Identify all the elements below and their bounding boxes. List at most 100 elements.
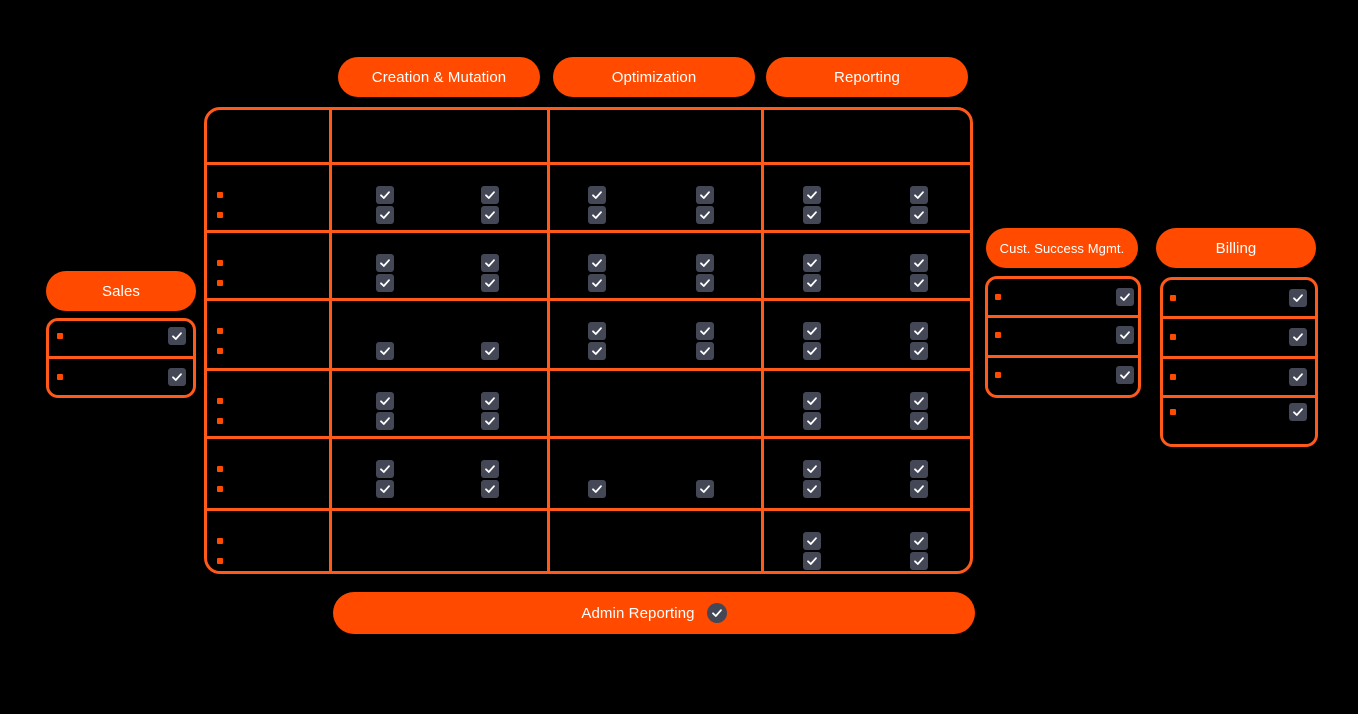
bullet-icon <box>217 558 223 564</box>
check-icon <box>588 186 606 204</box>
check-icon <box>481 460 499 478</box>
check-icon <box>696 254 714 272</box>
check-icon <box>376 480 394 498</box>
check-icon <box>588 206 606 224</box>
bullet-icon <box>57 333 63 339</box>
check-icon <box>1289 289 1307 307</box>
check-icon <box>481 412 499 430</box>
bullet-icon <box>217 398 223 404</box>
check-icon <box>803 532 821 550</box>
check-icon <box>588 254 606 272</box>
header-label: Optimization <box>611 68 697 86</box>
bullet-icon <box>995 294 1001 300</box>
check-icon <box>696 274 714 292</box>
check-icon <box>168 327 186 345</box>
header-label: Sales <box>101 282 141 300</box>
check-icon <box>481 186 499 204</box>
header-optimization: Optimization <box>553 57 755 97</box>
check-icon <box>376 206 394 224</box>
bullet-icon <box>1170 374 1176 380</box>
check-icon <box>1116 288 1134 306</box>
bullet-icon <box>217 260 223 266</box>
check-icon <box>376 274 394 292</box>
check-icon <box>803 254 821 272</box>
divider <box>1160 395 1318 398</box>
check-icon <box>910 392 928 410</box>
bullet-icon <box>217 328 223 334</box>
check-icon <box>376 460 394 478</box>
bullet-icon <box>217 486 223 492</box>
check-icon <box>910 186 928 204</box>
check-icon <box>1116 326 1134 344</box>
bullet-icon <box>1170 295 1176 301</box>
column-divider <box>761 107 764 574</box>
check-icon <box>910 480 928 498</box>
bullet-icon <box>217 418 223 424</box>
check-icon <box>1289 403 1307 421</box>
check-icon <box>1289 368 1307 386</box>
feature-matrix <box>204 107 973 574</box>
check-icon <box>481 342 499 360</box>
check-icon <box>481 392 499 410</box>
bullet-icon <box>217 212 223 218</box>
bullet-icon <box>217 538 223 544</box>
check-icon <box>376 254 394 272</box>
check-icon <box>376 412 394 430</box>
column-divider <box>329 107 332 574</box>
row-divider <box>204 298 973 301</box>
header-reporting: Reporting <box>766 57 968 97</box>
check-icon <box>588 342 606 360</box>
csm-panel <box>985 276 1141 398</box>
check-icon <box>376 186 394 204</box>
check-icon <box>803 552 821 570</box>
check-icon <box>1289 328 1307 346</box>
header-cust-success-mgmt: Cust. Success Mgmt. <box>986 228 1138 268</box>
check-icon <box>481 206 499 224</box>
check-icon <box>588 274 606 292</box>
check-icon <box>696 480 714 498</box>
header-label: Reporting <box>834 68 900 86</box>
billing-panel <box>1160 277 1318 447</box>
column-divider <box>547 107 550 574</box>
check-icon <box>910 274 928 292</box>
check-icon <box>1116 366 1134 384</box>
divider <box>1160 356 1318 359</box>
check-icon <box>696 206 714 224</box>
bullet-icon <box>995 372 1001 378</box>
check-icon <box>706 603 727 623</box>
check-icon <box>481 274 499 292</box>
bullet-icon <box>217 192 223 198</box>
check-icon <box>910 412 928 430</box>
divider <box>985 355 1141 358</box>
admin-reporting-label: Admin Reporting <box>581 604 695 622</box>
check-icon <box>696 186 714 204</box>
admin-reporting-bar: Admin Reporting <box>333 592 975 634</box>
check-icon <box>910 322 928 340</box>
check-icon <box>910 342 928 360</box>
check-icon <box>803 480 821 498</box>
check-icon <box>168 368 186 386</box>
header-label: Billing <box>1215 239 1257 257</box>
check-icon <box>803 206 821 224</box>
bullet-icon <box>995 332 1001 338</box>
header-label: Cust. Success Mgmt. <box>999 240 1125 256</box>
check-icon <box>588 322 606 340</box>
check-icon <box>481 254 499 272</box>
bullet-icon <box>1170 409 1176 415</box>
check-icon <box>803 392 821 410</box>
row-divider <box>204 162 973 165</box>
check-icon <box>910 552 928 570</box>
check-icon <box>588 480 606 498</box>
check-icon <box>376 392 394 410</box>
bullet-icon <box>217 280 223 286</box>
check-icon <box>696 342 714 360</box>
check-icon <box>803 186 821 204</box>
row-divider <box>204 230 973 233</box>
bullet-icon <box>217 466 223 472</box>
header-label: Creation & Mutation <box>371 68 507 86</box>
check-icon <box>803 322 821 340</box>
row-divider <box>204 508 973 511</box>
check-icon <box>910 532 928 550</box>
check-icon <box>910 460 928 478</box>
divider <box>46 356 196 359</box>
